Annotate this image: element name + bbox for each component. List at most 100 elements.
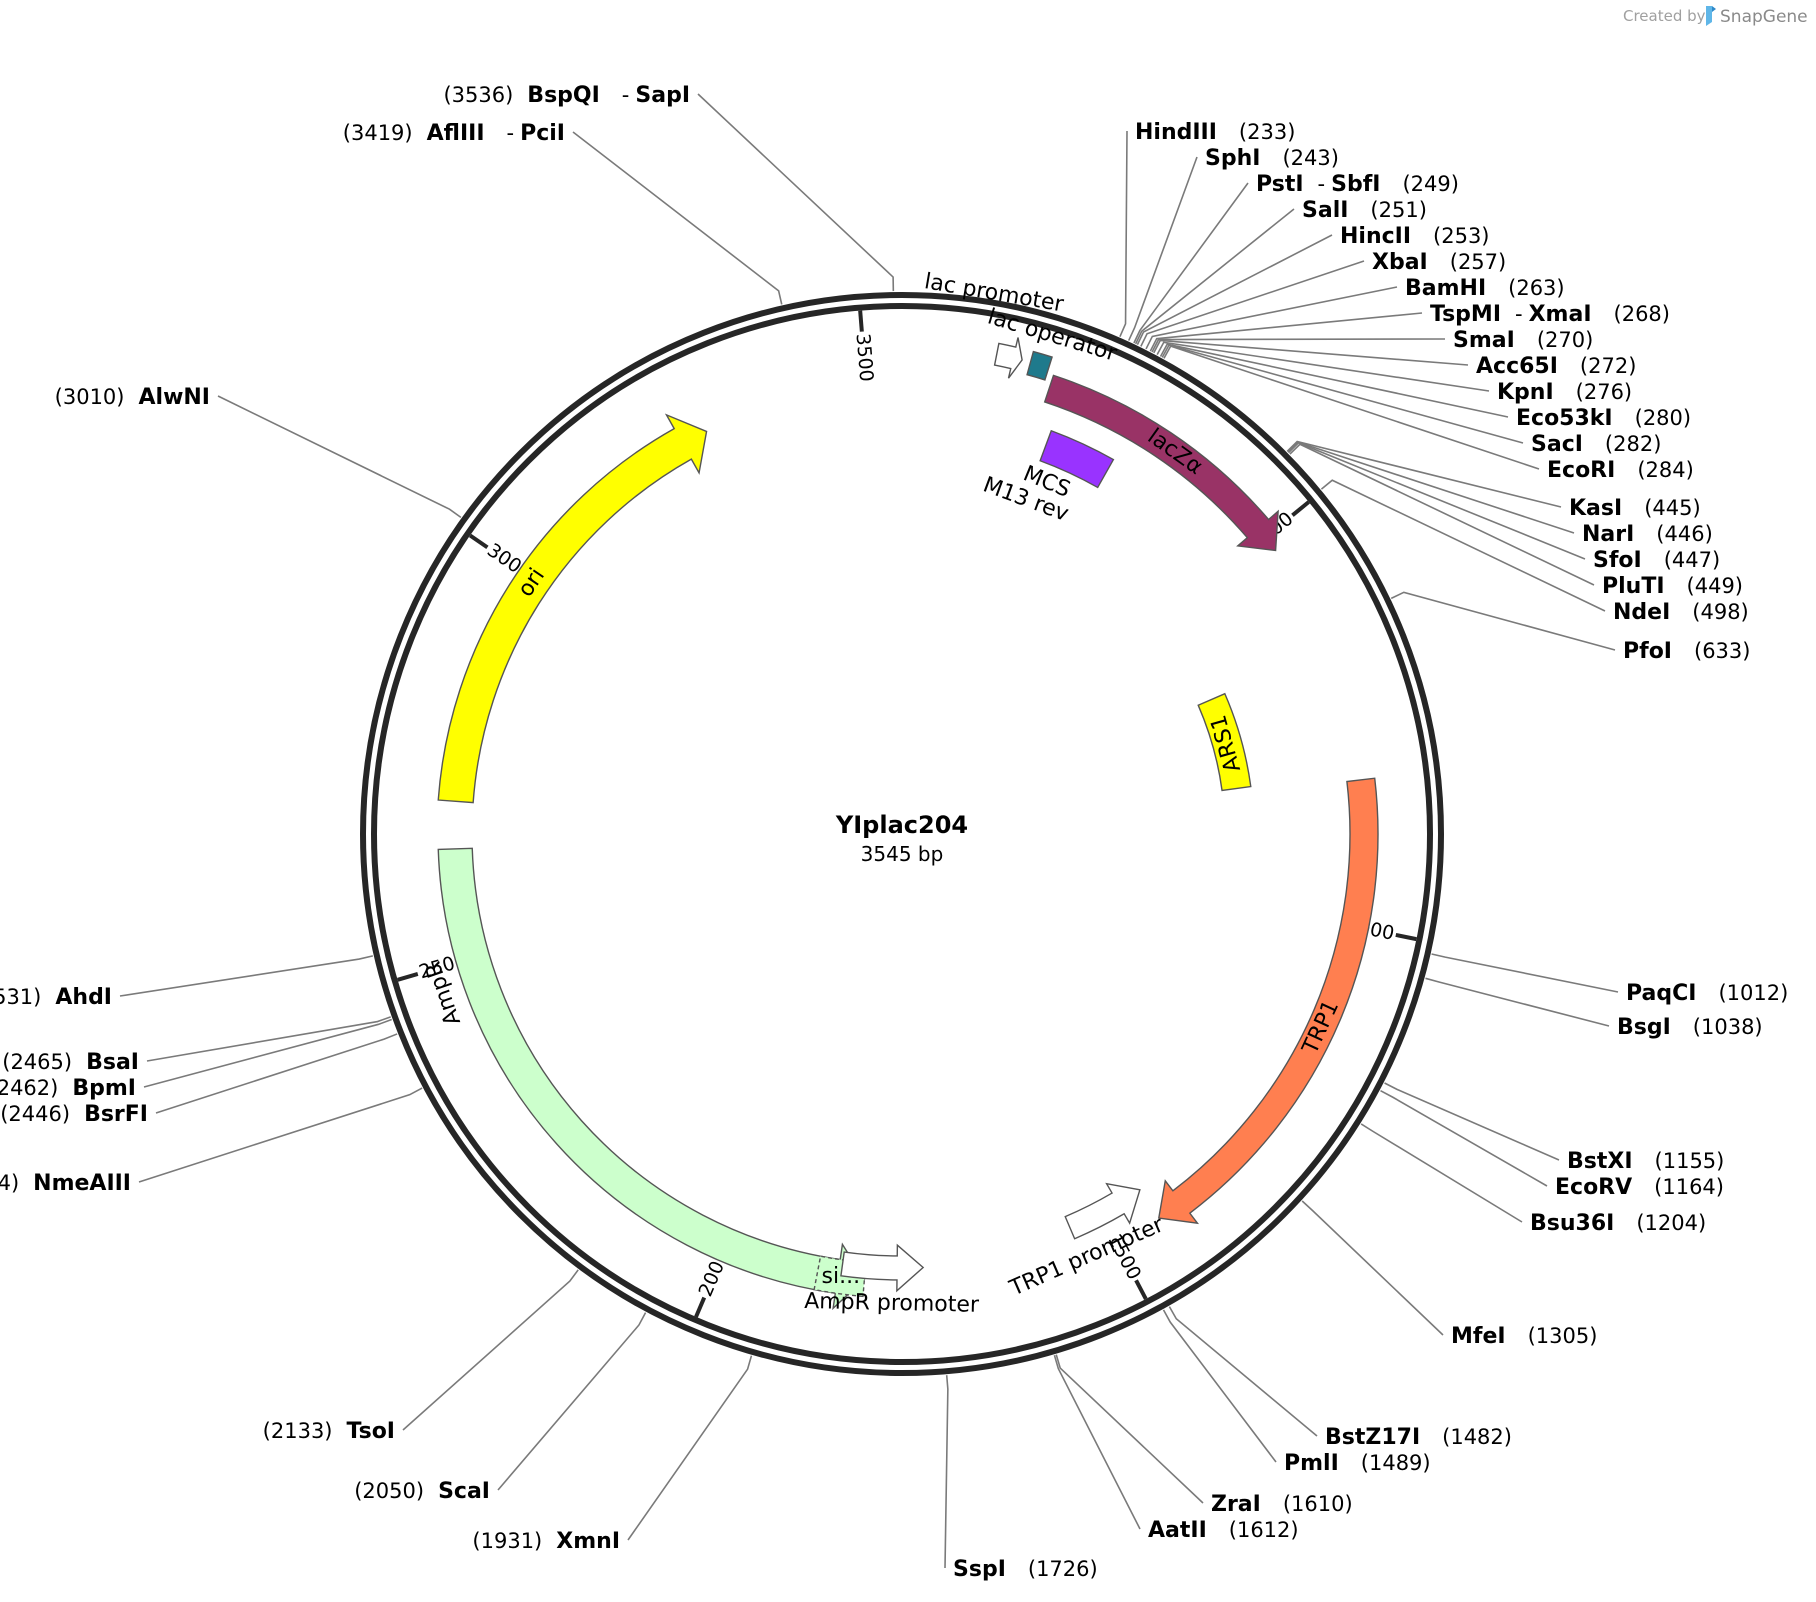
tick-mark-3000	[468, 533, 489, 550]
site-label-hincii: HincII (253)	[1340, 224, 1490, 249]
site-position-kpni: (276)	[1576, 380, 1632, 404]
site-leader-saci	[1161, 344, 1524, 444]
site-position-ecorv: (1164)	[1654, 1175, 1724, 1199]
site-name-tsoi: TsoI	[347, 1419, 395, 1444]
site-leader-ndei	[1320, 479, 1606, 612]
snapgene-logo-icon	[1706, 6, 1716, 26]
site-name-bsu36i: Bsu36I	[1530, 1211, 1614, 1236]
site-label-pfoi: PfoI(633)	[1623, 639, 1750, 664]
site-leader-zrai	[1055, 1354, 1204, 1504]
lac-promoter-feature	[993, 337, 1023, 379]
tick-mark-2500	[397, 972, 419, 982]
site-position-bsai: (2465)	[2, 1050, 72, 1074]
site-name-bstz17i: BstZ17I	[1325, 1425, 1420, 1450]
site-label-afliii: (3419)AflIII-PciI	[343, 121, 565, 146]
site-name-aatii: AatII	[1148, 1518, 1207, 1543]
plasmid-backbone	[360, 292, 1444, 1376]
site-position-paqci: (1012)	[1718, 981, 1788, 1005]
site-label-nmeaiii: (2384)NmeAIII	[0, 1171, 131, 1196]
site-name-sbfi: SbfI	[1331, 172, 1380, 197]
site-label-nari: NarI(446)	[1582, 522, 1713, 547]
site-position-smai: (270)	[1537, 328, 1593, 352]
site-label-ecori: EcoRI(284)	[1547, 458, 1694, 483]
site-label-sphi: SphI(243)	[1205, 146, 1339, 171]
site-name-scai: ScaI	[438, 1479, 490, 1504]
site-label-xmni: (1931)XmnI	[472, 1529, 620, 1554]
site-leader-bspqi	[697, 93, 895, 292]
site-leader-bstxi	[1384, 1082, 1560, 1161]
site-leader-kasi	[1286, 440, 1562, 508]
site-label-eco53ki: Eco53kI(280)	[1516, 406, 1691, 431]
ampr-feature	[437, 847, 866, 1311]
site-separator: -	[622, 83, 630, 107]
site-position-hincii: (253)	[1433, 224, 1489, 248]
site-leader-scai	[497, 1312, 647, 1491]
site-position-pmli: (1489)	[1361, 1451, 1431, 1475]
site-leader-sfoi	[1288, 441, 1586, 560]
site-position-bsgi: (1038)	[1693, 1015, 1763, 1039]
site-position-hindiii: (233)	[1239, 120, 1295, 144]
site-position-sspi: (1726)	[1028, 1557, 1098, 1581]
lacz-alpha-feature	[1043, 374, 1279, 552]
lac-operator-feature	[1026, 350, 1053, 381]
site-label-bsu36i: Bsu36I(1204)	[1530, 1211, 1706, 1236]
site-leader-paqci	[1431, 953, 1619, 993]
site-leader-sphi	[1127, 156, 1198, 341]
m13-rev-feature	[1039, 429, 1115, 489]
site-label-scai: (2050) ScaI	[354, 1479, 490, 1504]
site-name-ahdi: AhdI	[55, 985, 112, 1010]
site-leader-ecorv	[1380, 1089, 1548, 1187]
site-position-nmeaiii: (2384)	[0, 1171, 19, 1195]
site-labels: (3536)BspQI-SapI(3419)AflIII-PciI(3010)A…	[0, 83, 1788, 1582]
site-leader-ecori	[1163, 345, 1540, 470]
site-position-aatii: (1612)	[1229, 1518, 1299, 1542]
site-leaders	[119, 93, 1619, 1569]
site-position-alwni: (3010)	[55, 385, 125, 409]
site-leader-hincii	[1136, 234, 1333, 346]
site-position-afliii: (3419)	[343, 121, 413, 145]
site-position-pluti: (449)	[1687, 574, 1743, 598]
tick-mark-1000	[1395, 932, 1417, 942]
site-position-bspqi: (3536)	[443, 83, 513, 107]
site-position-kasi: (445)	[1644, 496, 1700, 520]
site-leader-smai	[1151, 338, 1446, 353]
site-label-bsgi: BsgI (1038)	[1617, 1015, 1763, 1040]
site-position-tsoi: (2133)	[263, 1419, 333, 1443]
site-label-sali: SalI(251)	[1302, 198, 1427, 223]
site-leader-xbai	[1140, 260, 1365, 347]
site-label-sfoi: SfoI(447)	[1593, 548, 1720, 573]
site-label-ahdi: (2531)AhdI	[0, 985, 112, 1010]
site-name-mfei: MfeI	[1451, 1324, 1506, 1349]
site-name-bsrfi: BsrFI	[84, 1102, 148, 1127]
site-leader-afliii	[572, 131, 783, 305]
site-name-hincii: HincII	[1340, 224, 1411, 249]
site-position-scai: (2050)	[354, 1479, 424, 1503]
site-leader-sspi	[944, 1375, 949, 1569]
site-leader-eco53ki	[1159, 343, 1509, 418]
created-by-text: Created by	[1623, 7, 1706, 25]
site-name-tspmi: TspMI	[1430, 302, 1501, 327]
site-leader-pluti	[1289, 443, 1595, 586]
site-label-paqci: PaqCI(1012)	[1626, 981, 1788, 1006]
site-leader-bstz17i	[1168, 1306, 1318, 1437]
site-label-kpni: KpnI(276)	[1497, 380, 1632, 405]
site-leader-sali	[1134, 208, 1295, 345]
site-label-pmli: PmlI(1489)	[1284, 1451, 1431, 1476]
tick-mark-2000	[694, 1296, 707, 1318]
site-leader-xmni	[627, 1355, 753, 1541]
site-name-bstxi: BstXI	[1567, 1149, 1633, 1174]
site-name-xmai: XmaI	[1529, 302, 1592, 327]
site-name-zrai: ZraI	[1211, 1492, 1261, 1517]
trp1-feature	[1157, 777, 1379, 1225]
site-label-bstxi: BstXI (1155)	[1567, 1149, 1724, 1174]
site-label-bsai: (2465)BsaI	[2, 1050, 139, 1075]
site-name-bsgi: BsgI	[1617, 1015, 1671, 1040]
site-label-pluti: PluTI(449)	[1602, 574, 1743, 599]
site-label-psti: PstI-SbfI(249)	[1256, 172, 1459, 197]
site-label-zrai: ZraI(1610)	[1211, 1492, 1353, 1517]
site-leader-bamhi	[1145, 286, 1398, 350]
site-leader-aatii	[1053, 1354, 1141, 1530]
site-position-bstxi: (1155)	[1655, 1149, 1725, 1173]
site-name-ndei: NdeI	[1613, 600, 1670, 625]
